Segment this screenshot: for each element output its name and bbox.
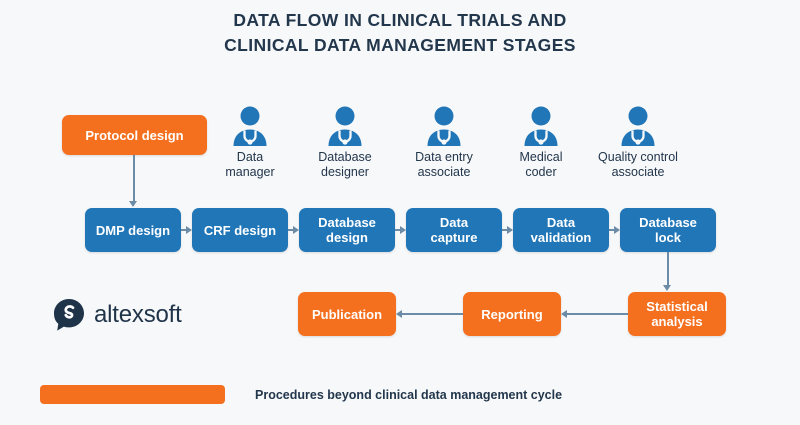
person-stethoscope-icon: [230, 105, 270, 147]
node-database-design[interactable]: Database design: [299, 208, 395, 252]
connector-database-lock-to-statistical-analysis: [667, 252, 669, 285]
person-stethoscope-icon: [325, 105, 365, 147]
node-label: Database lock: [639, 215, 697, 245]
title-line-2: CLINICAL DATA MANAGEMENT STAGES: [224, 35, 576, 55]
role-label: Quality control associate: [598, 150, 678, 179]
arrowhead-right-icon: [293, 225, 299, 234]
node-data-validation[interactable]: Data validation: [513, 208, 609, 252]
connector-dmp-to-crf: [181, 229, 186, 231]
role-medical-coder: Medical coder: [489, 105, 593, 180]
connector-reporting-to-publication: [402, 313, 463, 315]
connector-crf-to-database-design: [288, 229, 293, 231]
node-label: Reporting: [481, 306, 543, 322]
person-stethoscope-icon: [521, 105, 561, 147]
node-label: CRF design: [203, 222, 277, 238]
node-publication[interactable]: Publication: [298, 292, 396, 336]
altexsoft-speech-bubble-icon: [52, 298, 86, 332]
role-label: Data manager: [225, 150, 275, 179]
legend-color-swatch: [40, 385, 225, 404]
arrowhead-left-icon: [561, 309, 567, 318]
role-database-designer: Database designer: [293, 105, 397, 180]
arrowhead-right-icon: [400, 225, 406, 234]
node-database-lock[interactable]: Database lock: [620, 208, 716, 252]
node-dmp-design[interactable]: DMP design: [85, 208, 181, 252]
node-label: Publication: [311, 306, 383, 322]
arrowhead-down-icon: [129, 201, 137, 207]
role-label: Database designer: [318, 150, 372, 179]
arrowhead-right-icon: [507, 225, 513, 234]
legend-label: Procedures beyond clinical data manageme…: [255, 388, 563, 402]
connector-database-design-to-data-capture: [395, 229, 400, 231]
node-statistical-analysis[interactable]: Statistical analysis: [628, 292, 726, 336]
arrowhead-left-icon: [396, 309, 402, 318]
arrowhead-right-icon: [186, 225, 192, 234]
node-crf-design[interactable]: CRF design: [192, 208, 288, 252]
connector-protocol-to-dmp: [133, 155, 135, 201]
connector-data-validation-to-database-lock: [609, 229, 614, 231]
role-data-entry-associate: Data entry associate: [392, 105, 496, 180]
node-label: Statistical analysis: [646, 299, 708, 329]
role-quality-control-associate: Quality control associate: [586, 105, 690, 180]
altexsoft-logo: altexsoft: [52, 298, 182, 332]
node-label: DMP design: [95, 222, 171, 238]
node-reporting[interactable]: Reporting: [463, 292, 561, 336]
role-label: Data entry associate: [415, 150, 473, 179]
title-line-1: DATA FLOW IN CLINICAL TRIALS AND: [233, 10, 567, 30]
node-data-capture[interactable]: Data capture: [406, 208, 502, 252]
node-protocol-design[interactable]: Protocol design: [62, 115, 207, 155]
connector-data-capture-to-data-validation: [502, 229, 507, 231]
connector-statistical-analysis-to-reporting: [567, 313, 628, 315]
arrowhead-right-icon: [614, 225, 620, 234]
page-title: DATA FLOW IN CLINICAL TRIALS AND CLINICA…: [0, 8, 800, 58]
person-stethoscope-icon: [618, 105, 658, 147]
node-label: Data capture: [430, 215, 478, 245]
role-label: Medical coder: [519, 150, 563, 179]
altexsoft-wordmark: altexsoft: [94, 301, 182, 328]
arrowhead-down-icon: [663, 285, 671, 291]
node-label: Protocol design: [85, 127, 184, 143]
node-label: Data validation: [530, 215, 592, 245]
person-stethoscope-icon: [424, 105, 464, 147]
node-label: Database design: [318, 215, 376, 245]
role-data-manager: Data manager: [198, 105, 302, 180]
